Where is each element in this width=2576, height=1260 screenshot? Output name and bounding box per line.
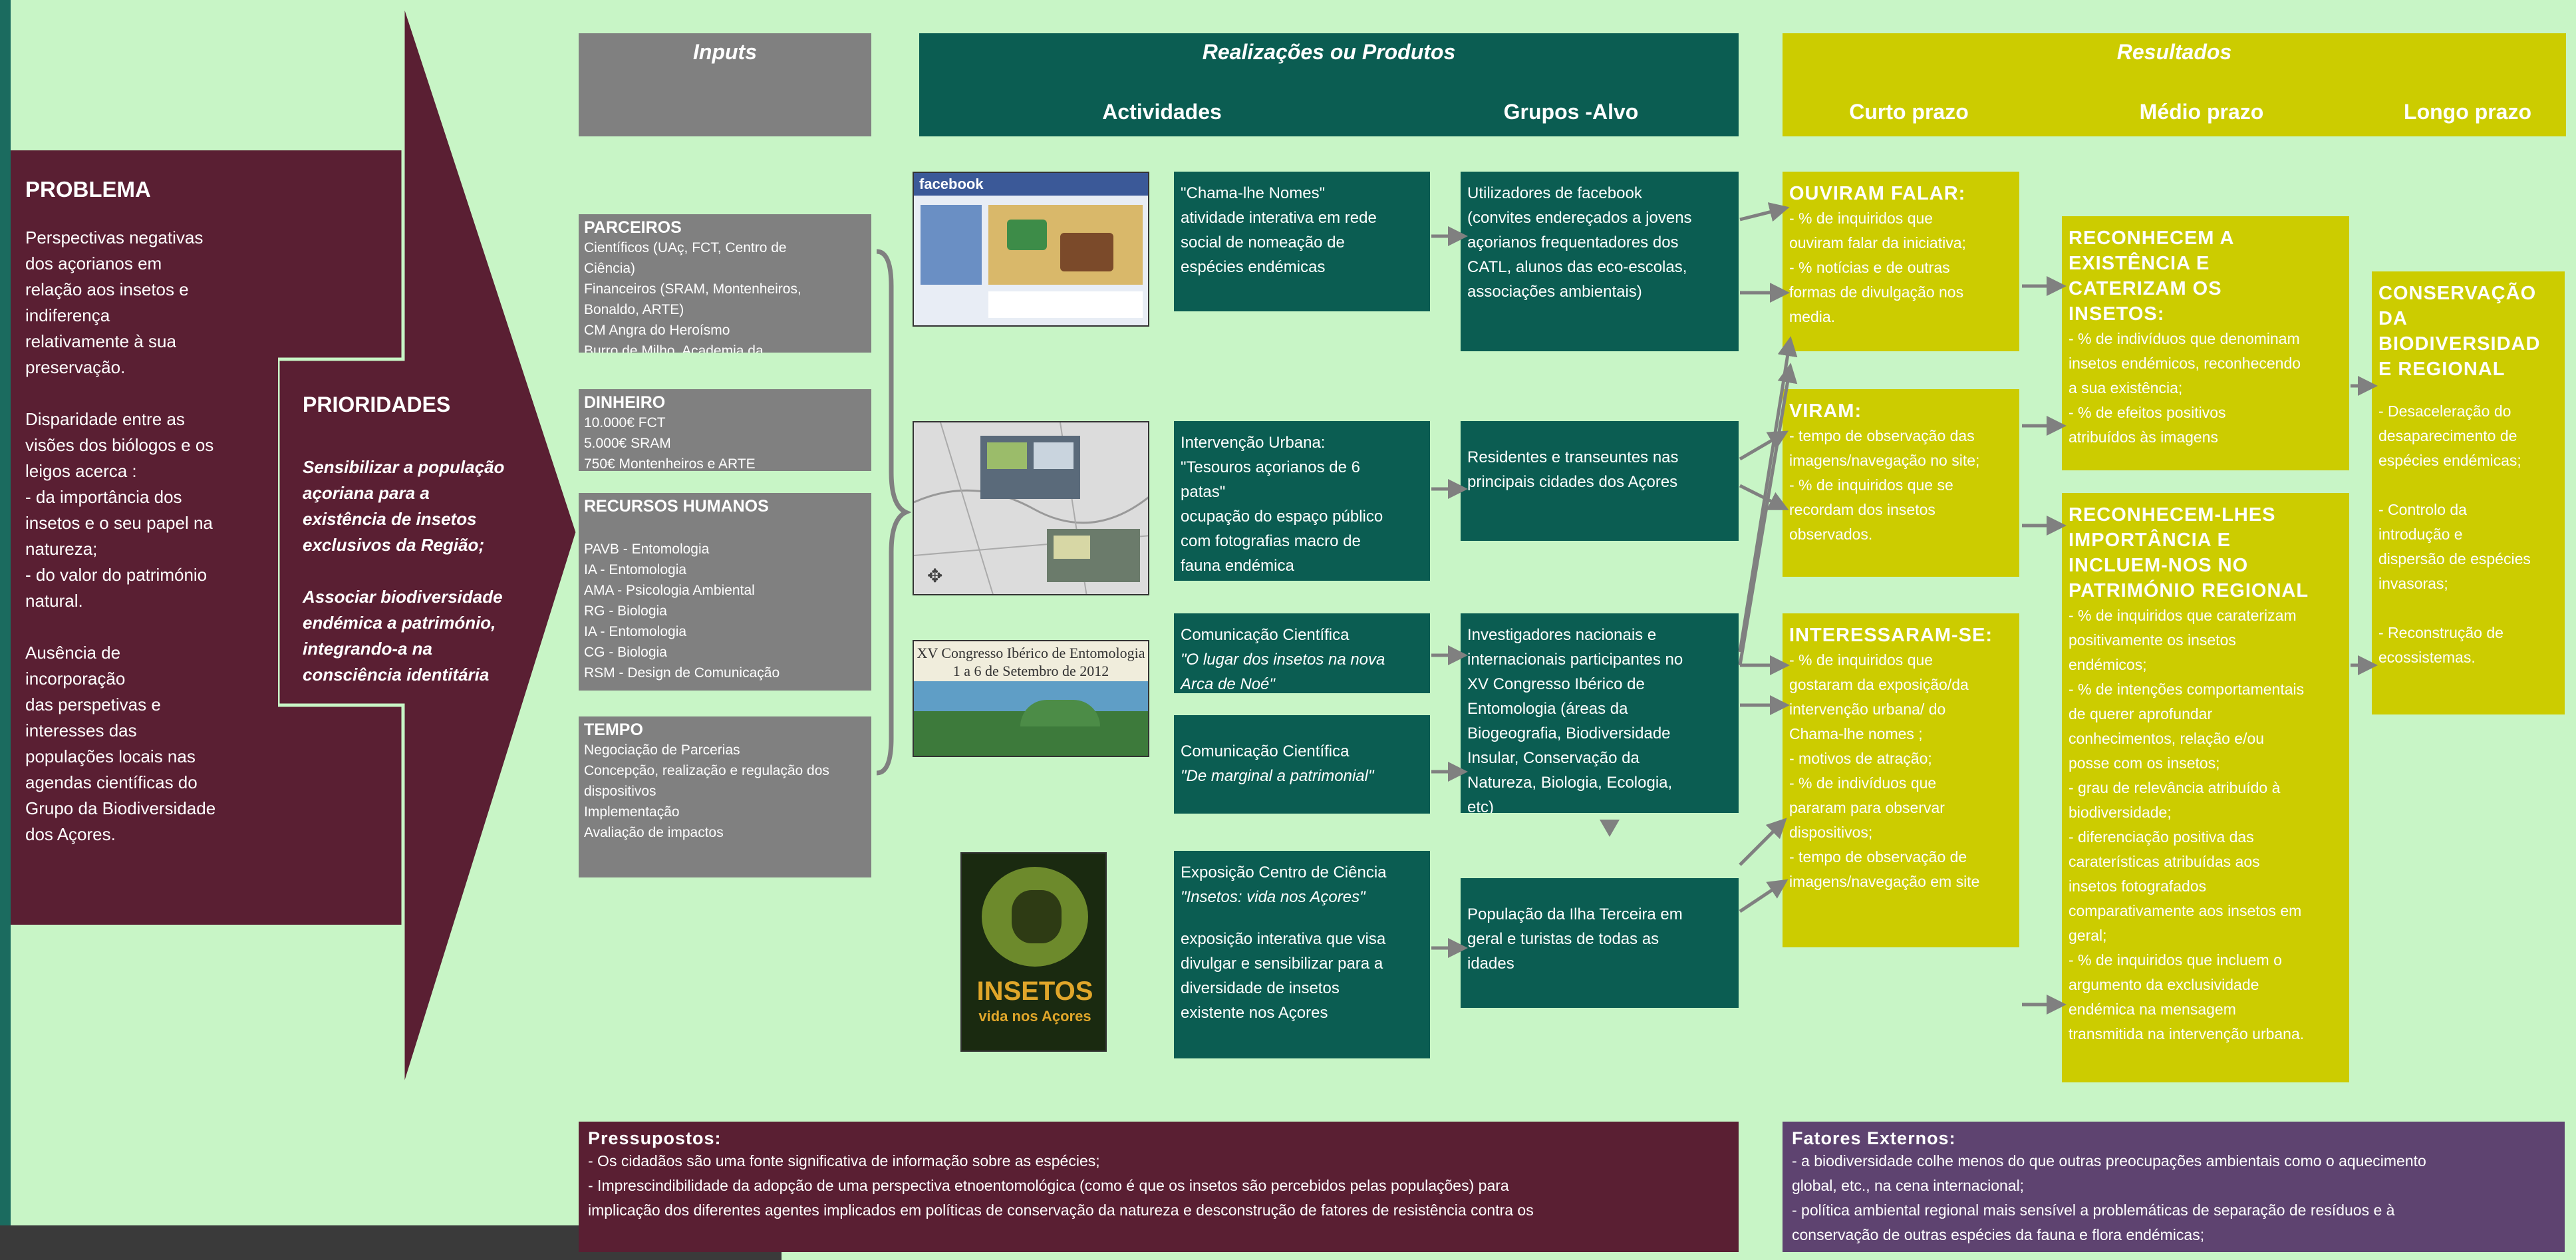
problem-text: Perspectivas negativas dos açorianos em …: [25, 228, 216, 844]
activity-scientific-communication-2: Comunicação Científica "De marginal a pa…: [1174, 715, 1430, 814]
arrow-target3-saw: [1738, 363, 1798, 666]
medium-term-header: Médio prazo: [2139, 100, 2264, 124]
money-box: DINHEIRO 10.000€ FCT 5.000€ SRAM 750€ Mo…: [579, 389, 871, 471]
congress-banner-date: 1 a 6 de Setembro de 2012: [952, 663, 1109, 679]
poster-subtitle: vida nos Açores: [978, 1008, 1091, 1024]
partners-text: Científicos (UAç, FCT, Centro de Ciência…: [584, 240, 801, 353]
result-recognize-importance-title: RECONHECEM-LHES IMPORTÂNCIA E INCLUEM-NO…: [2069, 504, 2309, 601]
priorities-title: PRIORIDADES: [303, 393, 451, 416]
external-factors-box: Fatores Externos: - a biodiversidade col…: [1783, 1122, 2565, 1252]
inputs-header-title: Inputs: [693, 40, 757, 64]
result-biodiversity-conservation-title: CONSERVAÇÃO DA BIODIVERSIDAD E REGIONAL: [2378, 283, 2541, 380]
result-heard-about-text: - % de inquiridos que ouviram falar da i…: [1789, 210, 1966, 325]
priorities-content: PRIORIDADES Sensibilizar a população aço…: [303, 393, 529, 688]
activities-header: Actividades: [1102, 100, 1222, 124]
arrow-target2-saw-2: [1739, 484, 1789, 510]
target-groups-header: Grupos -Alvo: [1503, 100, 1639, 124]
results-header-title: Resultados: [2116, 40, 2232, 64]
activity-sci-comm-1-text: "O lugar dos insetos na nova Arca de Noé…: [1181, 651, 1385, 693]
activity-sci-comm-2-title: Comunicação Científica: [1181, 742, 1350, 760]
left-edge-strip: [0, 0, 11, 1260]
result-recognize-importance: RECONHECEM-LHES IMPORTÂNCIA E INCLUEM-NO…: [2062, 493, 2349, 1082]
money-text: 10.000€ FCT 5.000€ SRAM 750€ Montenheiro…: [584, 415, 756, 471]
result-recognize-importance-text: - % de inquiridos que caraterizam positi…: [2069, 607, 2305, 1042]
result-recognize-existence-text: - % de indivíduos que denominam insetos …: [2069, 330, 2301, 446]
activity-exhibition-text: exposição interativa que visa divulgar e…: [1181, 930, 1386, 1022]
long-term-header: Longo prazo: [2404, 100, 2531, 124]
assumptions-title: Pressupostos:: [588, 1128, 722, 1148]
partners-box: PARCEIROS Científicos (UAç, FCT, Centro …: [579, 214, 871, 353]
svg-text:✥: ✥: [927, 565, 942, 586]
human-resources-title: RECURSOS HUMANOS: [584, 497, 769, 516]
target-facebook-users: Utilizadores de facebook (convites ender…: [1461, 172, 1739, 351]
time-title: TEMPO: [584, 720, 643, 739]
result-interested: INTERESSARAM-SE: - % de inquiridos que g…: [1783, 613, 2019, 947]
result-interested-text: - % de inquiridos que gostaram da exposi…: [1789, 651, 1980, 890]
arrow-target4-interested: [1739, 879, 1789, 913]
insetos-poster-image: INSETOS vida nos Açores: [960, 852, 1107, 1052]
result-heard-about-title: OUVIRAM FALAR:: [1789, 183, 1966, 204]
activity-chama-lhe-nomes-text: "Chama-lhe Nomes" atividade interativa e…: [1181, 184, 1377, 276]
target-researchers-text: Investigadores nacionais e internacionai…: [1467, 626, 1683, 813]
result-interested-title: INTERESSARAM-SE:: [1789, 625, 1993, 646]
result-recognize-existence: RECONHECEM A EXISTÊNCIA E CATERIZAM OS I…: [2062, 216, 2349, 470]
short-term-header: Curto prazo: [1849, 100, 1969, 124]
result-saw: VIRAM: - tempo de observação das imagens…: [1783, 389, 2019, 577]
assumptions-text: - Os cidadãos são uma fonte significativ…: [588, 1152, 1534, 1219]
activity-sci-comm-1-title: Comunicação Científica: [1181, 626, 1350, 644]
target-terceira-population: População da Ilha Terceira em geral e tu…: [1461, 878, 1739, 1008]
results-header: Resultados Curto prazo Médio prazo Longo…: [1783, 33, 2566, 136]
congress-banner-image: XV Congresso Ibérico de Entomologia 1 a …: [913, 640, 1149, 757]
human-resources-box: RECURSOS HUMANOS PAVB - Entomologia IA -…: [579, 493, 871, 691]
result-saw-text: - tempo de observação das imagens/navega…: [1789, 427, 1980, 543]
partners-title: PARCEIROS: [584, 218, 682, 237]
activity-exhibition-title: Exposição Centro de Ciência: [1181, 864, 1387, 881]
priorities-text: Sensibilizar a população açoriana para a…: [303, 457, 505, 685]
result-saw-title: VIRAM:: [1789, 400, 1862, 422]
external-factors-title: Fatores Externos:: [1792, 1128, 1956, 1148]
down-arrow-target3: [1600, 820, 1620, 837]
activity-urban-intervention: Intervenção Urbana: "Tesouros açorianos …: [1174, 421, 1430, 581]
activity-exhibition: Exposição Centro de Ciência "Insetos: vi…: [1174, 851, 1430, 1058]
activity-chama-lhe-nomes: "Chama-lhe Nomes" atividade interativa e…: [1174, 172, 1430, 311]
human-resources-text: PAVB - Entomologia IA - Entomologia AMA …: [584, 542, 780, 681]
target-facebook-users-text: Utilizadores de facebook (convites ender…: [1467, 184, 1692, 301]
inputs-header: Inputs: [579, 33, 871, 136]
result-biodiversity-conservation-text: - Desaceleração do desaparecimento de es…: [2378, 402, 2531, 666]
external-factors-text: - a biodiversidade colhe menos do que ou…: [1792, 1152, 2426, 1243]
problem-box: PROBLEMA Perspectivas negativas dos açor…: [11, 150, 403, 925]
poster-title: INSETOS: [976, 977, 1093, 1006]
inputs-brace: [876, 249, 911, 776]
activity-urban-intervention-text: Intervenção Urbana: "Tesouros açorianos …: [1181, 434, 1383, 575]
facebook-screenshot-image: facebook: [913, 172, 1149, 327]
target-residents: Residentes e transeuntes nas principais …: [1461, 421, 1739, 541]
products-header-title: Realizações ou Produtos: [1202, 40, 1456, 64]
problem-title: PROBLEMA: [25, 177, 151, 202]
target-residents-text: Residentes e transeuntes nas principais …: [1467, 448, 1679, 491]
assumptions-box: Pressupostos: - Os cidadãos são uma font…: [579, 1122, 1739, 1252]
time-box: TEMPO Negociação de Parcerias Concepção,…: [579, 716, 871, 877]
money-title: DINHEIRO: [584, 393, 666, 412]
activity-exhibition-subtitle: "Insetos: vida nos Açores": [1181, 888, 1365, 906]
priorities-arrow: [278, 0, 577, 1092]
urban-intervention-map-image: ✥: [913, 421, 1149, 595]
products-header: Realizações ou Produtos Actividades Grup…: [919, 33, 1739, 136]
result-biodiversity-conservation: CONSERVAÇÃO DA BIODIVERSIDAD E REGIONAL …: [2372, 271, 2565, 714]
activity-sci-comm-2-text: "De marginal a patrimonial": [1181, 767, 1374, 785]
facebook-logo: facebook: [914, 173, 1148, 196]
time-text: Negociação de Parcerias Concepção, reali…: [584, 742, 829, 840]
target-researchers: Investigadores nacionais e internacionai…: [1461, 613, 1739, 813]
target-terceira-population-text: População da Ilha Terceira em geral e tu…: [1467, 905, 1683, 973]
arrow-target3-heard: [1738, 336, 1798, 653]
activity-scientific-communication-1: Comunicação Científica "O lugar dos inse…: [1174, 613, 1430, 693]
result-heard-about: OUVIRAM FALAR: - % de inquiridos que ouv…: [1783, 172, 2019, 351]
result-recognize-existence-title: RECONHECEM A EXISTÊNCIA E CATERIZAM OS I…: [2069, 228, 2235, 325]
congress-banner-title: XV Congresso Ibérico de Entomologia: [917, 645, 1145, 661]
arrow-target1-heard: [1739, 202, 1790, 222]
arrow-target4-interested-2: [1739, 818, 1787, 866]
